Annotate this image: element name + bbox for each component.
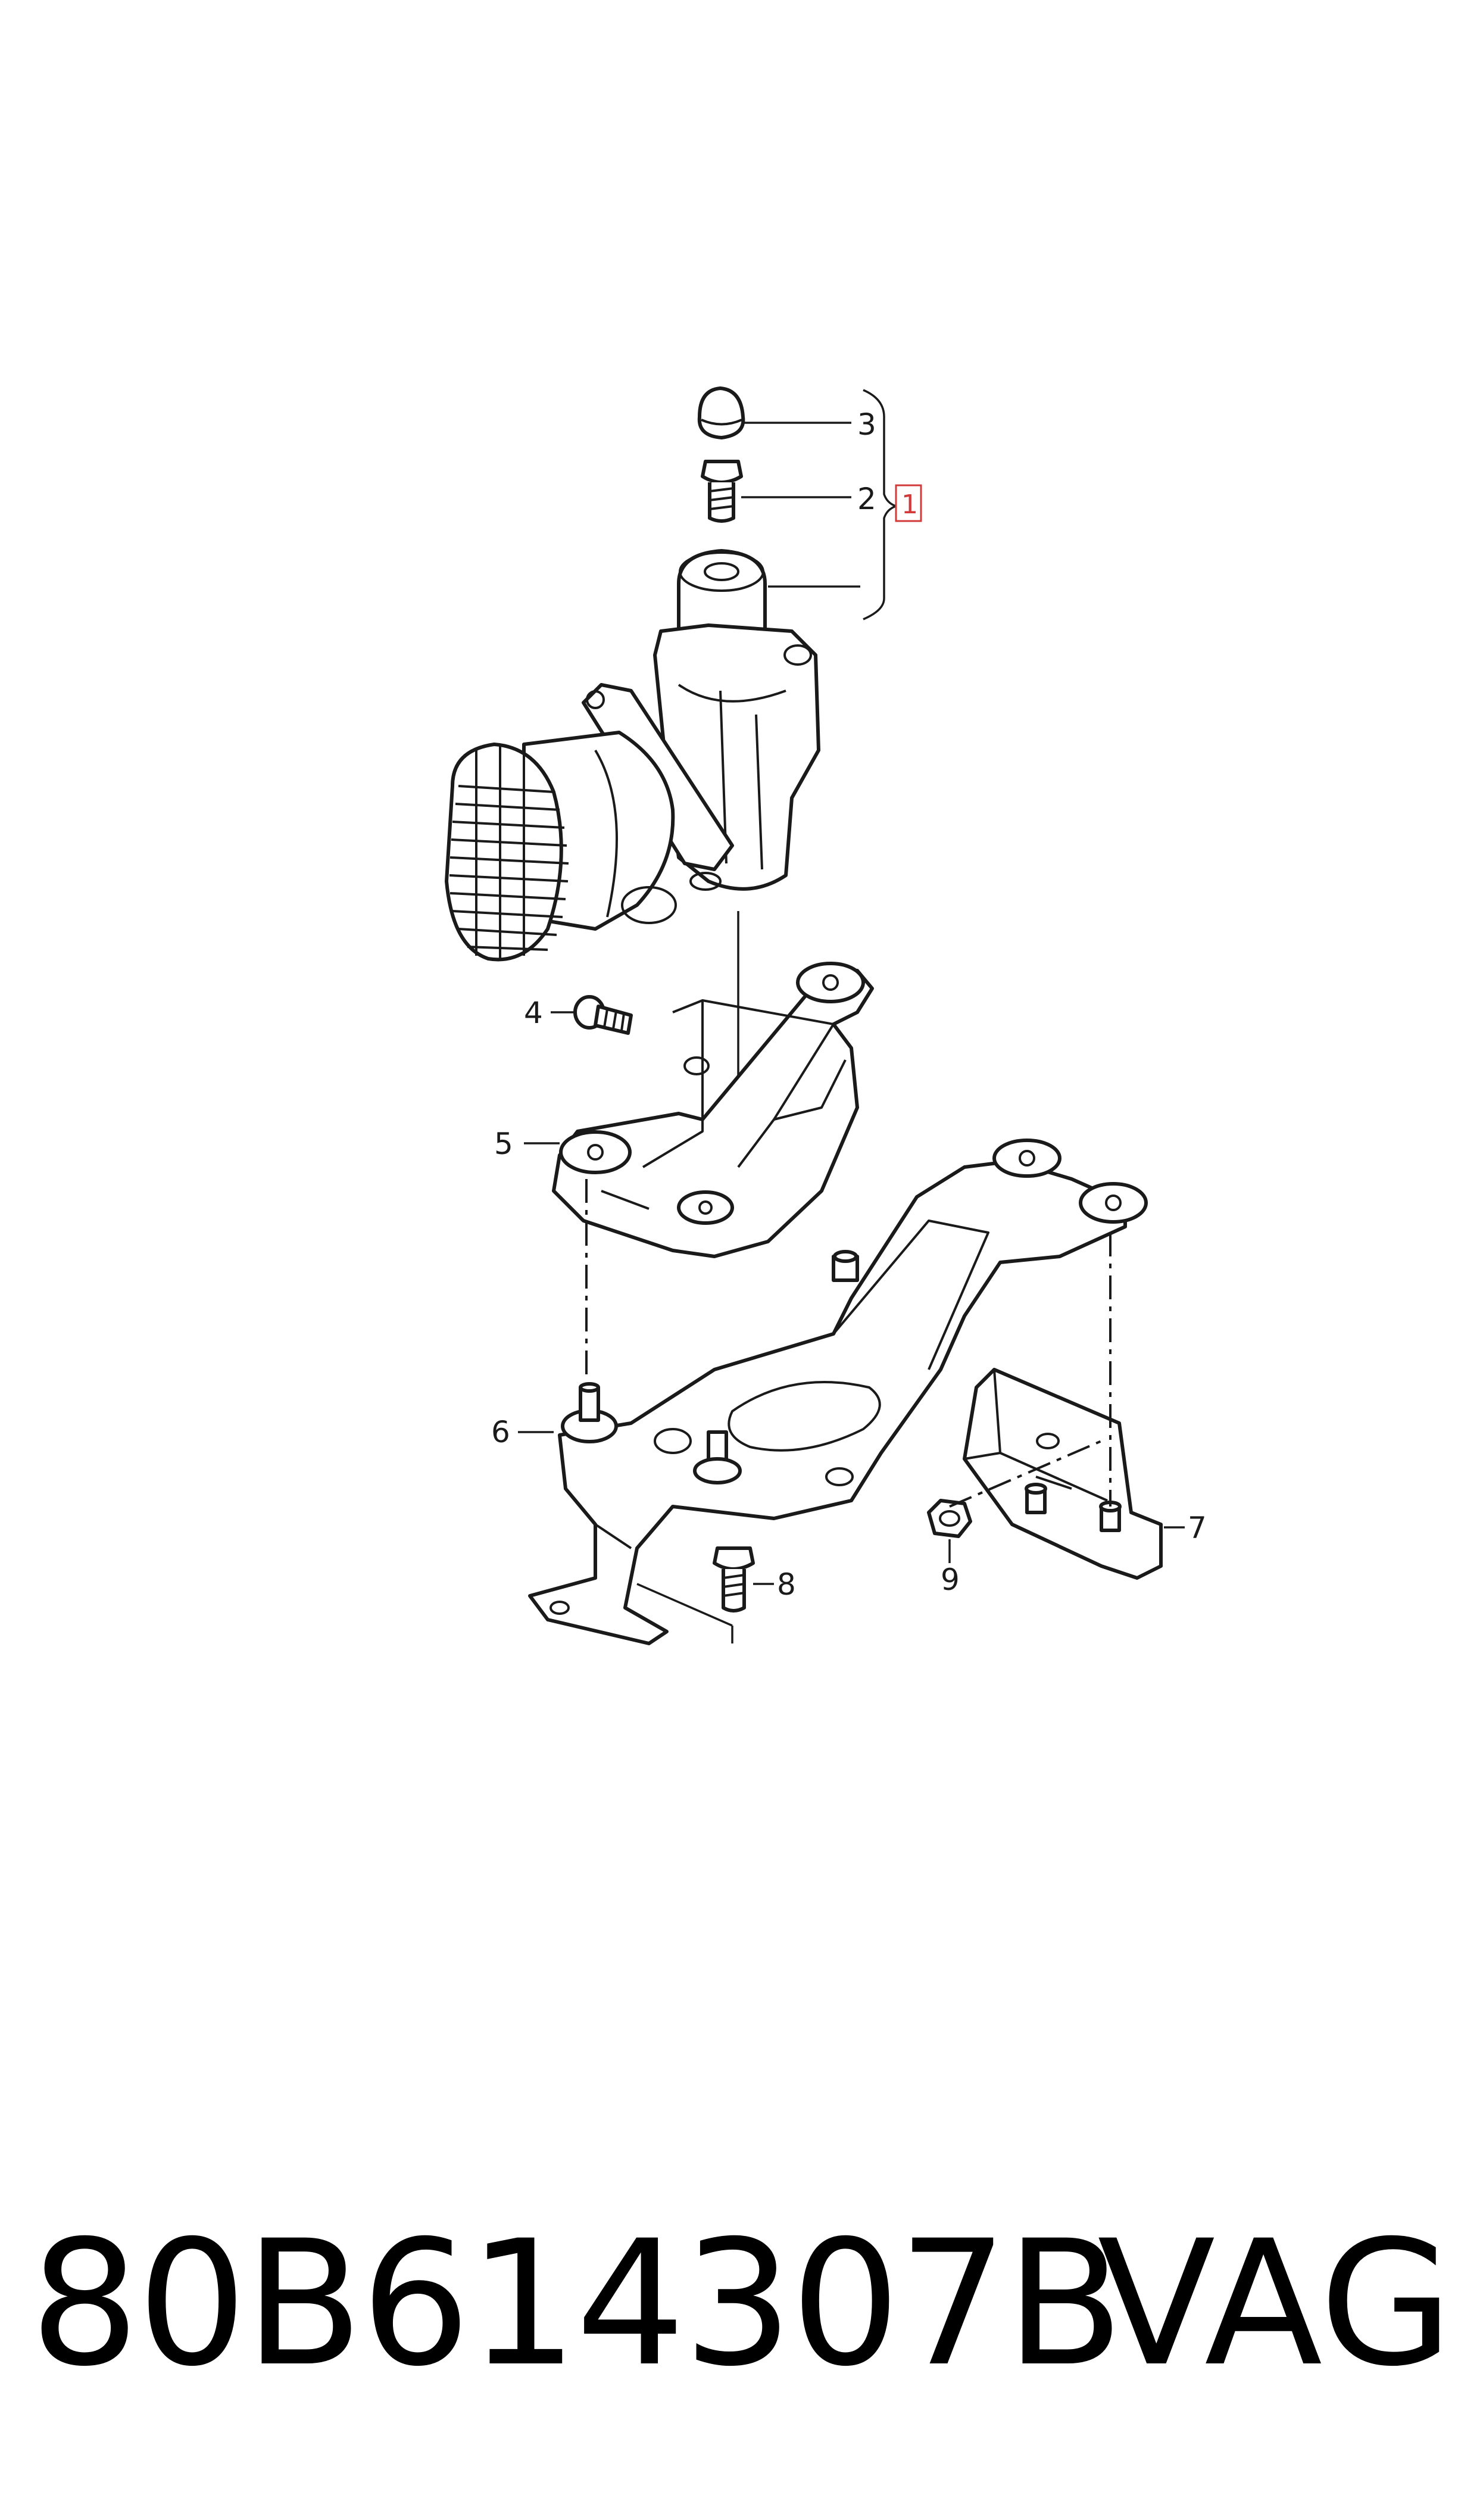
part-number: 80B614307B xyxy=(30,2204,1124,2404)
cap-part-3[interactable] xyxy=(697,386,745,439)
bolt-part-8[interactable] xyxy=(713,1546,755,1613)
assembly-line-bolt xyxy=(636,1583,733,1627)
callout-4: 4 xyxy=(524,996,543,1030)
callout-5: 5 xyxy=(494,1127,513,1161)
callout-2: 2 xyxy=(857,482,876,516)
nut-part-9[interactable] xyxy=(927,1499,972,1538)
bolt-part-4[interactable] xyxy=(573,995,633,1035)
subframe-carrier[interactable] xyxy=(528,1139,1148,1645)
brand-name: VAG xyxy=(1097,2204,1453,2404)
callout-8: 8 xyxy=(777,1567,796,1602)
callout-1: 1 xyxy=(901,489,918,520)
mounting-bracket-part-5[interactable] xyxy=(552,962,874,1258)
bracket-item-1 xyxy=(768,389,900,620)
callout-9: 9 xyxy=(941,1562,960,1597)
callout-1-box: 1 xyxy=(895,484,922,522)
callout-6: 6 xyxy=(491,1415,510,1449)
side-bracket-part-7[interactable] xyxy=(963,1368,1163,1580)
bolt-part-2[interactable] xyxy=(701,460,743,523)
callout-3: 3 xyxy=(857,407,876,442)
steering-gear-assembly[interactable] xyxy=(445,549,820,962)
callout-7: 7 xyxy=(1188,1511,1207,1545)
assembly-line-nut xyxy=(949,1440,1102,1508)
stud-part-6[interactable] xyxy=(561,1382,742,1484)
